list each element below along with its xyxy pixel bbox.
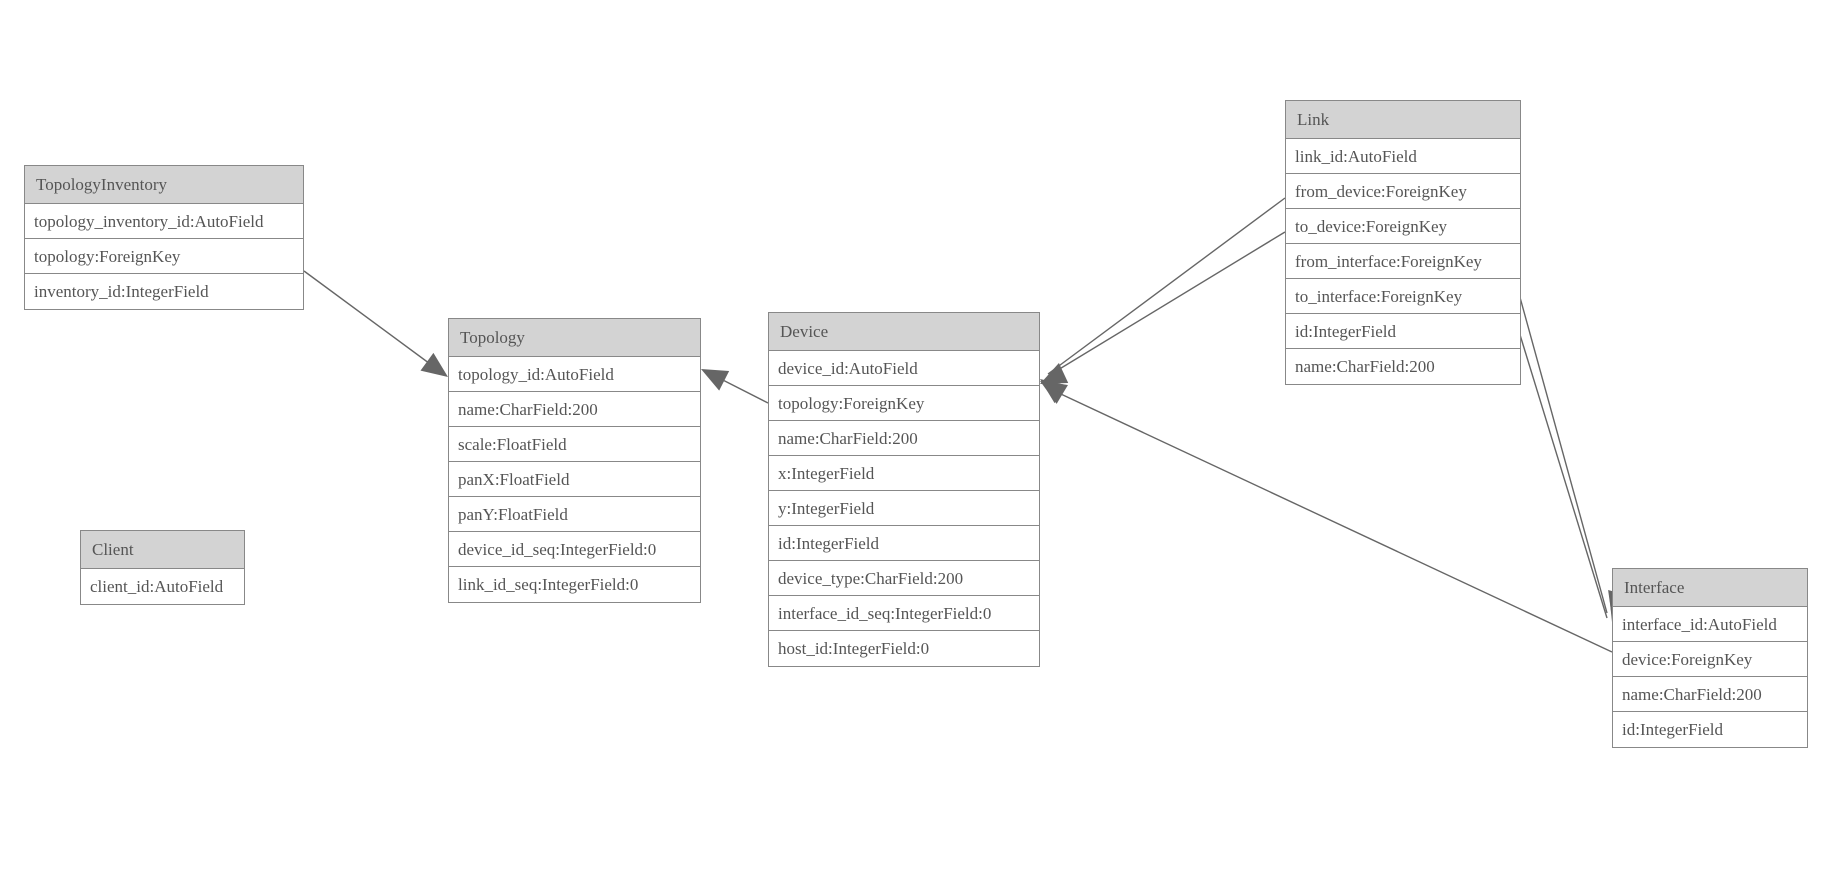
entity-field-row: interface_id:AutoField: [1613, 607, 1807, 642]
entity-field-row: inventory_id:IntegerField: [25, 274, 303, 309]
entity-title-link: Link: [1286, 101, 1520, 139]
entity-field-row: host_id:IntegerField:0: [769, 631, 1039, 666]
entity-title-device: Device: [769, 313, 1039, 351]
entity-field-row: topology:ForeignKey: [25, 239, 303, 274]
relationship-line: [1047, 231, 1286, 377]
relationship-line: [1512, 271, 1608, 614]
entity-field-row: name:CharField:200: [449, 392, 700, 427]
entity-field-row: name:CharField:200: [1613, 677, 1807, 712]
entity-field-row: to_device:ForeignKey: [1286, 209, 1520, 244]
entity-field-row: link_id:AutoField: [1286, 139, 1520, 174]
entity-field-row: id:IntegerField: [1613, 712, 1807, 747]
relationship-arrowhead: [1040, 363, 1069, 384]
entity-field-row: y:IntegerField: [769, 491, 1039, 526]
relationship-line: [712, 374, 769, 404]
entity-title-topologyinventory: TopologyInventory: [25, 166, 303, 204]
entity-title-interface: Interface: [1613, 569, 1807, 607]
entity-title-client: Client: [81, 531, 244, 569]
entity-field-row: device_id_seq:IntegerField:0: [449, 532, 700, 567]
entity-field-row: interface_id_seq:IntegerField:0: [769, 596, 1039, 631]
relationship-line: [1512, 311, 1608, 619]
relationship-line: [1047, 197, 1286, 375]
entity-field-row: id:IntegerField: [769, 526, 1039, 561]
entity-field-row: from_interface:ForeignKey: [1286, 244, 1520, 279]
entity-title-topology: Topology: [449, 319, 700, 357]
entity-field-row: client_id:AutoField: [81, 569, 244, 604]
entity-field-row: to_interface:ForeignKey: [1286, 279, 1520, 314]
entity-field-row: from_device:ForeignKey: [1286, 174, 1520, 209]
entity-field-row: device_type:CharField:200: [769, 561, 1039, 596]
entity-field-row: link_id_seq:IntegerField:0: [449, 567, 700, 602]
entity-field-row: topology_id:AutoField: [449, 357, 700, 392]
entity-field-row: scale:FloatField: [449, 427, 700, 462]
entity-field-row: x:IntegerField: [769, 456, 1039, 491]
entity-field-row: name:CharField:200: [769, 421, 1039, 456]
entity-field-row: name:CharField:200: [1286, 349, 1520, 384]
relationship-line: [1047, 387, 1613, 653]
entity-field-row: panX:FloatField: [449, 462, 700, 497]
relationship-line: [303, 270, 442, 373]
entity-field-row: topology_inventory_id:AutoField: [25, 204, 303, 239]
entity-field-row: device_id:AutoField: [769, 351, 1039, 386]
entity-field-row: topology:ForeignKey: [769, 386, 1039, 421]
entity-field-row: device:ForeignKey: [1613, 642, 1807, 677]
entity-field-row: panY:FloatField: [449, 497, 700, 532]
entity-field-row: id:IntegerField: [1286, 314, 1520, 349]
